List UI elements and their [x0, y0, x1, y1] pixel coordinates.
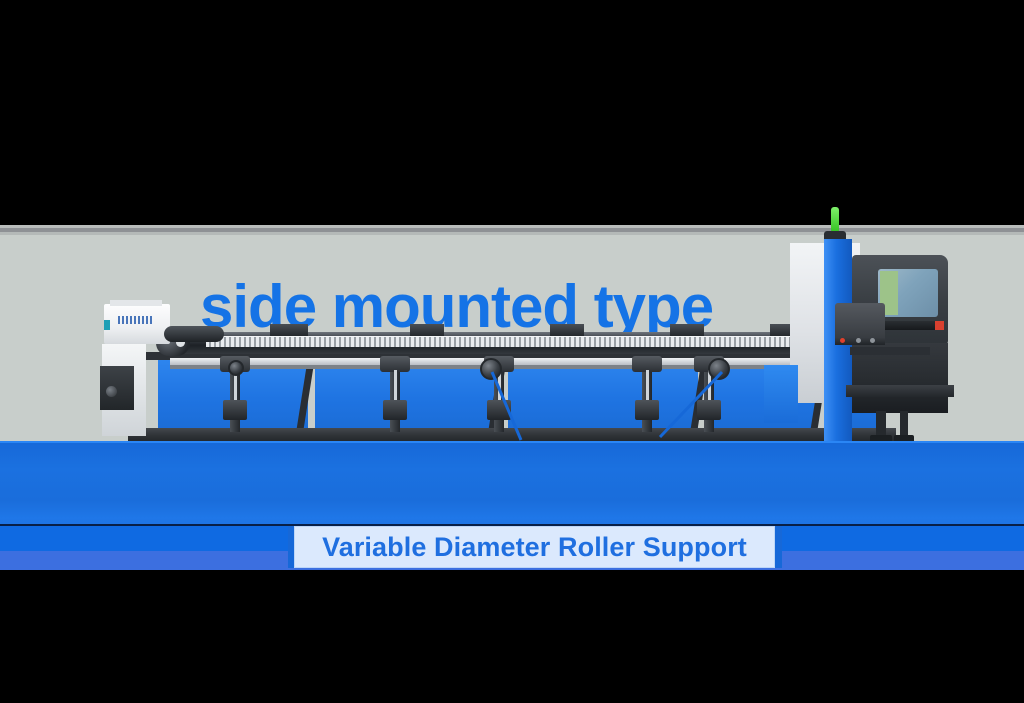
enclosure-blue-column — [824, 239, 852, 451]
roller-support-station — [378, 356, 412, 432]
enclosure-leg — [876, 411, 886, 439]
rail-carriage — [410, 324, 444, 336]
station-head — [632, 356, 662, 372]
brand-logo — [118, 316, 154, 324]
enclosure-foot — [894, 435, 914, 444]
caption-accent-left — [288, 526, 295, 568]
variable-diameter-roller — [228, 360, 244, 376]
background-stripe-light — [0, 225, 1024, 228]
operator-control-panel[interactable] — [835, 303, 885, 343]
station-block — [697, 400, 721, 420]
station-head — [380, 356, 410, 372]
enclosure-foot — [870, 435, 892, 444]
watermark-overlay: side mounted type — [200, 282, 780, 332]
left-unit-indicator — [104, 320, 110, 330]
blue-panel-seam — [0, 524, 1024, 526]
caption-accent-right — [775, 526, 782, 568]
left-chuck-unit — [100, 300, 224, 436]
station-rod — [646, 370, 649, 416]
background-stripe-dark — [0, 228, 1024, 232]
bed-side-panel — [508, 358, 698, 432]
variable-diameter-roller — [708, 358, 730, 380]
rail-shadow — [170, 365, 890, 369]
signal-tower-light-icon — [831, 207, 839, 233]
station-rod — [234, 370, 237, 416]
power-button-icon[interactable] — [840, 338, 845, 343]
station-block — [635, 400, 659, 420]
rail-guide-bar — [170, 358, 890, 365]
left-unit-knob — [106, 386, 117, 397]
enclosure-leg — [900, 411, 908, 439]
left-unit-spindle — [164, 326, 224, 342]
background-stripe-mid — [0, 232, 1024, 235]
rail-carriage — [550, 324, 584, 336]
emergency-stop-icon[interactable] — [935, 321, 944, 330]
station-block — [383, 400, 407, 420]
cutting-head-enclosure — [764, 207, 954, 451]
left-unit-cabinet — [100, 366, 134, 410]
machine-bed-assembly — [110, 300, 900, 462]
variable-diameter-roller — [480, 358, 502, 380]
watermark-text: side mounted type — [200, 282, 714, 332]
enclosure-tray — [850, 347, 930, 355]
enclosure-access-slot — [858, 321, 944, 330]
control-button-icon[interactable] — [870, 338, 875, 343]
rail-end-cap-dot — [176, 338, 185, 347]
enclosure-shelf — [846, 385, 954, 397]
control-button-icon[interactable] — [856, 338, 861, 343]
station-block — [487, 400, 511, 420]
rail-carriage — [270, 324, 308, 336]
station-rod — [394, 370, 397, 416]
rail-carriage — [670, 324, 704, 336]
station-block — [223, 400, 247, 420]
left-unit-body — [104, 304, 170, 344]
roller-support-station — [630, 356, 664, 432]
blue-panel-top-hairline — [0, 441, 1024, 443]
gear-rack — [206, 336, 866, 347]
left-unit-top — [110, 300, 162, 306]
enclosure-side-blue-panel — [764, 365, 798, 423]
caption-banner: Variable Diameter Roller Support — [294, 526, 775, 568]
caption-label: Variable Diameter Roller Support — [322, 531, 747, 562]
